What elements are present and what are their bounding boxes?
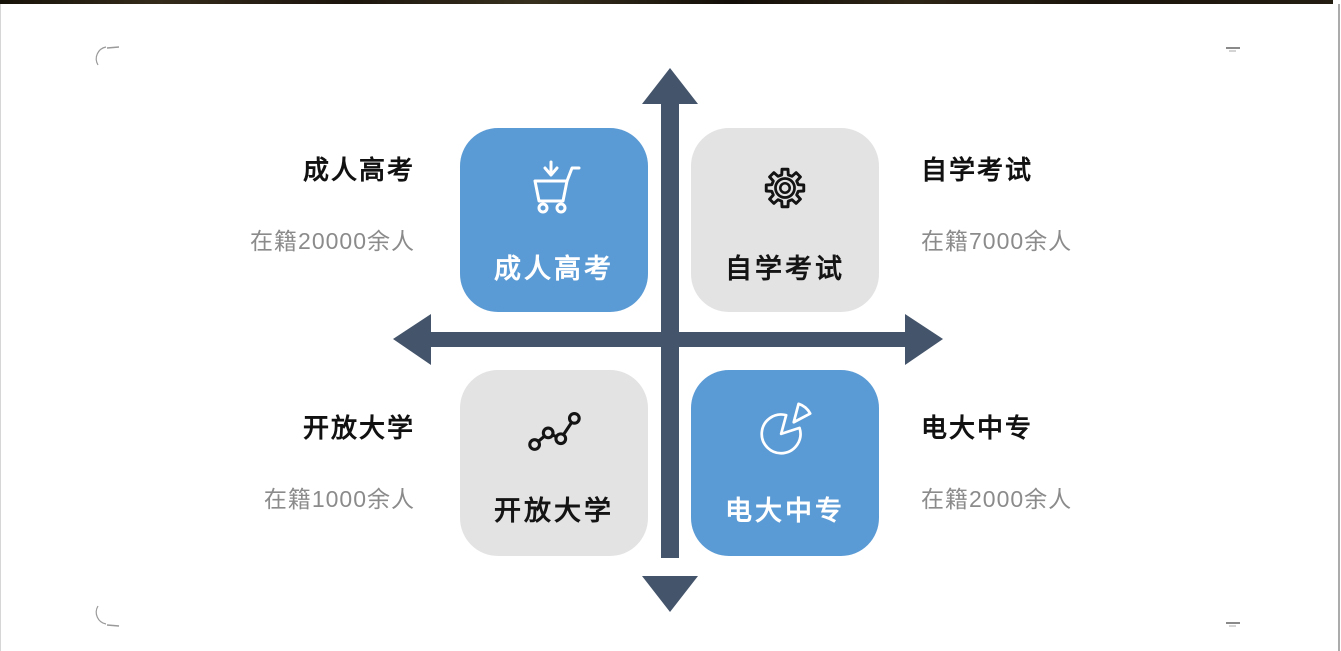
up-arrowhead-icon — [642, 68, 698, 104]
annotation-subtitle-kaifang-daxue: 在籍1000余人 — [263, 486, 415, 512]
placeholder-corner-mark-top-left — [95, 46, 120, 66]
placeholder-corner-mark-bottom-right — [1226, 622, 1240, 627]
annotation-subtitle-chengren-gaokao: 在籍20000余人 — [250, 228, 415, 254]
gear-icon — [756, 158, 814, 218]
annotation-subtitle-dianda-zhongzhuan: 在籍2000余人 — [921, 486, 1073, 512]
annotation-title-zixue-kaoshi: 自学考试 — [921, 155, 1034, 185]
top-window-edge-strip — [0, 0, 1333, 4]
left-arrowhead-icon — [393, 314, 431, 365]
right-arrowhead-icon — [905, 314, 943, 365]
placeholder-corner-mark-top-right — [1226, 47, 1240, 52]
annotation-title-dianda-zhongzhuan: 电大中专 — [921, 413, 1034, 443]
annotation-subtitle-zixue-kaoshi: 在籍7000余人 — [921, 228, 1073, 254]
card-kaifang-daxue: 开放大学 — [460, 370, 648, 556]
card-dianda-zhongzhuan: 电大中专 — [691, 370, 879, 556]
card-chengren-gaokao: 成人高考 — [460, 128, 648, 312]
card-zixue-kaoshi: 自学考试 — [691, 128, 879, 312]
card-label: 成人高考 — [494, 254, 614, 284]
left-window-border — [0, 4, 1, 651]
card-label: 开放大学 — [494, 496, 614, 526]
pie-chart-icon — [754, 400, 816, 460]
placeholder-corner-mark-bottom-left — [95, 605, 120, 627]
trend-line-dots-icon — [523, 400, 585, 460]
right-window-border — [1338, 4, 1340, 651]
annotation-title-chengren-gaokao: 成人高考 — [302, 155, 415, 185]
annotation-title-kaifang-daxue: 开放大学 — [302, 413, 415, 443]
cart-arrow-down-icon — [522, 158, 586, 218]
vertical-axis-shaft — [661, 98, 679, 558]
horizontal-axis-shaft — [428, 332, 910, 347]
card-label: 电大中专 — [725, 496, 845, 526]
card-label: 自学考试 — [725, 254, 845, 284]
down-arrowhead-icon — [642, 576, 698, 612]
